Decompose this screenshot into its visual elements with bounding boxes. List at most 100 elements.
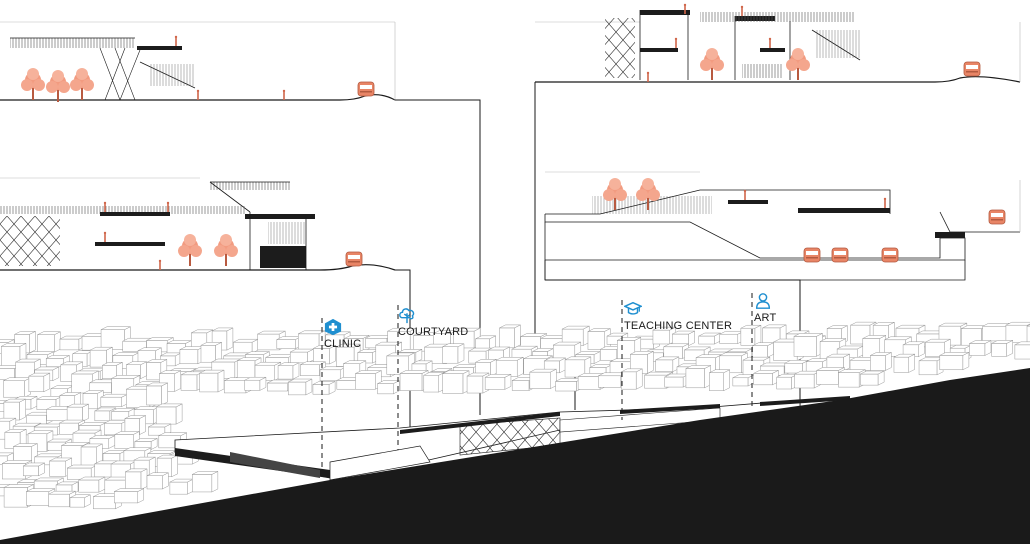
building-block [199, 372, 219, 393]
building-block [587, 331, 605, 350]
building-block [66, 406, 83, 422]
building-block [355, 373, 376, 390]
building-side [514, 324, 521, 349]
building-block [26, 491, 50, 506]
building-roof [496, 356, 524, 361]
section-middle-left [0, 177, 396, 271]
building-roof [46, 355, 70, 359]
building-roof [47, 438, 72, 443]
building-block [2, 463, 26, 480]
building-roof [277, 362, 300, 366]
building-block [319, 369, 341, 382]
building-roof [300, 361, 326, 366]
building-block [257, 333, 280, 351]
building-roof [312, 381, 336, 385]
building-roof [80, 443, 103, 448]
building-block [93, 496, 116, 510]
building-side [635, 368, 643, 390]
building-roof [719, 352, 748, 357]
building-roof [114, 488, 144, 492]
train-icon [963, 61, 981, 77]
building-block [94, 463, 112, 478]
building-roof [442, 343, 465, 347]
building-roof [254, 361, 281, 366]
building-block [276, 339, 296, 349]
building-roof [544, 357, 566, 362]
building-block [169, 481, 188, 495]
building-roof [244, 376, 267, 381]
building-block [289, 351, 308, 364]
building-roof [386, 352, 415, 357]
building-side [217, 369, 225, 393]
building-roof [850, 321, 877, 326]
building-roof [969, 340, 992, 344]
building-roof [48, 490, 76, 495]
building-roof [485, 374, 512, 378]
courtyard-label: COURTYARD [398, 326, 469, 338]
marker-teaching-center: TEACHING CENTER [624, 300, 732, 332]
building-roof [71, 370, 99, 375]
building-roof [466, 372, 490, 377]
building-roof [13, 443, 38, 447]
building-block [598, 375, 622, 388]
building-roof [377, 380, 400, 384]
building-block [740, 327, 756, 346]
ground-mass [0, 368, 1030, 544]
building-roof [60, 361, 83, 366]
building-block [918, 360, 938, 376]
tree-icon [399, 308, 415, 324]
building-block [484, 377, 506, 390]
building-block [466, 375, 484, 394]
section-top-right [535, 10, 1021, 83]
building-block [59, 338, 80, 351]
train-icon [881, 247, 899, 263]
building-block [100, 396, 122, 407]
building-block [236, 360, 256, 379]
building-block [179, 349, 199, 365]
building-roof [991, 340, 1013, 344]
building-block [600, 349, 618, 361]
building-roof [94, 407, 117, 412]
building-roof [819, 338, 846, 342]
building-roof [37, 331, 61, 335]
building-roof [69, 494, 91, 499]
building-roof [125, 468, 148, 473]
building-roof [375, 341, 402, 346]
building-block [192, 474, 213, 493]
building-block [277, 365, 294, 380]
building-block [685, 368, 705, 389]
building-roof [245, 351, 270, 355]
building-roof [862, 335, 886, 339]
building-block [982, 326, 1007, 342]
project-building [174, 396, 850, 481]
building-block [776, 376, 792, 390]
building-roof [684, 346, 711, 351]
building-roof [78, 476, 106, 481]
building-side [140, 468, 148, 490]
building-block [3, 380, 25, 398]
building-block [838, 372, 860, 388]
building-block [146, 385, 162, 406]
building-roof [257, 330, 286, 335]
building-roof [14, 331, 36, 335]
building-roof [148, 423, 172, 428]
building-block [773, 341, 798, 361]
building-block [849, 360, 872, 371]
building-block [1005, 324, 1028, 343]
building-roof [630, 351, 654, 355]
building-block [655, 359, 674, 372]
building-roof [1014, 341, 1030, 346]
person-figure [282, 89, 286, 100]
building-block [442, 373, 464, 394]
building-roof [520, 333, 547, 337]
building-side [550, 368, 557, 390]
building-roof [529, 368, 557, 373]
person-figure [768, 37, 772, 48]
building-block [893, 356, 910, 373]
building-roof [23, 462, 45, 467]
building-block [180, 374, 198, 391]
building-roof [100, 326, 131, 330]
building-roof [740, 324, 762, 329]
building-side [139, 415, 146, 435]
building-roof [685, 365, 711, 369]
